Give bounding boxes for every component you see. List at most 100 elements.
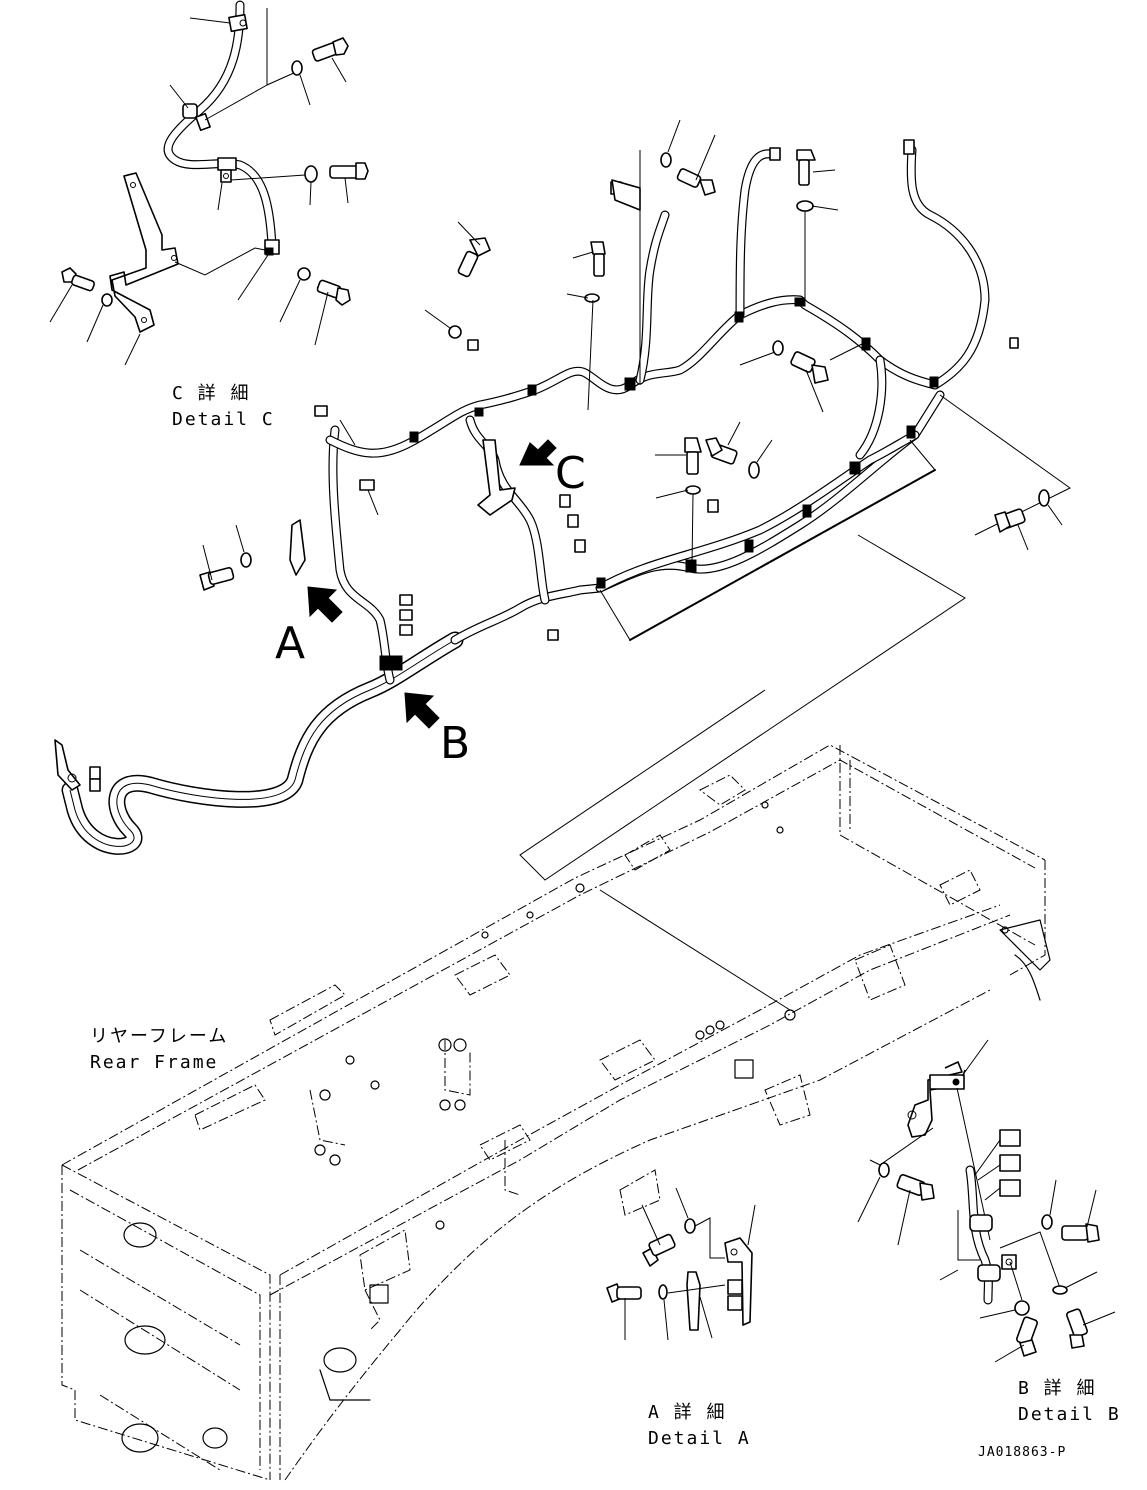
detail-b-label-jp: B 詳 細 [1018, 1378, 1097, 1399]
washer [739, 340, 784, 366]
washer [1041, 1179, 1057, 1230]
washer [424, 309, 462, 339]
clamp-small [359, 479, 379, 516]
clamp [409, 431, 419, 443]
bolt [994, 1316, 1038, 1363]
detail-c-harness [163, 0, 277, 250]
washer [658, 1284, 669, 1341]
rear-frame-label-en: Rear Frame [90, 1052, 218, 1073]
clamp [527, 384, 537, 396]
bolt [572, 241, 606, 277]
callout-b: B [440, 718, 470, 769]
clamp [906, 425, 916, 439]
washer [655, 485, 701, 566]
callout-a: A [275, 618, 305, 669]
bracket-c [477, 439, 516, 516]
bolt [994, 508, 1029, 551]
washer [566, 293, 600, 411]
bolt [676, 134, 716, 196]
clamp [474, 407, 484, 417]
clamp [195, 112, 211, 132]
detail-c-label-en: Detail C [172, 409, 275, 430]
detail-b-label-en: Detail B [1018, 1404, 1121, 1425]
bolt [199, 544, 235, 591]
terminal-a [686, 1271, 701, 1331]
reference-lines [339, 150, 1071, 1011]
detail-a-label-en: Detail A [648, 1428, 751, 1449]
detail-a-assembly: A 詳 細 Detail A [606, 1187, 756, 1449]
clamp [861, 337, 871, 351]
terminal-connector [54, 739, 101, 792]
clamp [734, 311, 744, 323]
bolt [1066, 1308, 1116, 1349]
connectors [289, 139, 1019, 641]
drawing-number: JA018863-P [978, 1445, 1066, 1460]
clamp [794, 297, 806, 307]
frame-hole [121, 1423, 159, 1453]
bolt [1061, 1189, 1100, 1243]
washer [291, 60, 303, 76]
bolt [796, 149, 836, 186]
clamp [685, 559, 697, 573]
main-harness: C A B [54, 119, 1071, 1011]
clamp [596, 577, 606, 589]
washer [675, 1187, 696, 1234]
detail-a-label-jp: A 詳 細 [648, 1402, 727, 1423]
detail-b-assembly: B 詳 細 Detail B [857, 1039, 1121, 1425]
bolt [641, 1204, 676, 1267]
bracket [109, 172, 179, 333]
bolt [790, 351, 829, 413]
callout-arrow-c: C [519, 439, 586, 499]
washer [1052, 1271, 1098, 1295]
bolt [311, 37, 349, 83]
clamp [228, 13, 248, 33]
detail-c-label-jp: C 詳 細 [172, 383, 251, 404]
frame-hole [123, 1222, 157, 1248]
washer [297, 267, 311, 281]
washer [660, 119, 681, 168]
clamp [744, 539, 754, 553]
washer [857, 1162, 890, 1223]
main-fasteners [199, 119, 1063, 591]
washer [979, 1261, 1030, 1319]
clamp [379, 655, 403, 671]
bolt [896, 1174, 935, 1246]
clamp-hole [239, 19, 247, 27]
bolt [314, 279, 351, 346]
washer [1038, 489, 1063, 526]
clamp [220, 169, 232, 183]
harness-clamps [379, 297, 939, 671]
frame-bolts [314, 801, 1009, 1230]
detail-c-assembly: C 詳 細 Detail C [49, 0, 369, 430]
harness-trunk [325, 145, 990, 685]
washer [304, 165, 318, 183]
bolt [606, 1283, 642, 1340]
clamp [929, 376, 939, 388]
bolt [329, 162, 369, 204]
main-cable [61, 631, 464, 855]
clamp [624, 377, 636, 391]
bolt [655, 437, 702, 475]
bracket-b [907, 1061, 966, 1138]
washer [101, 293, 113, 307]
clamp [802, 504, 812, 518]
callout-arrow-a: A [275, 586, 343, 669]
clamp [849, 461, 861, 475]
callout-c: C [555, 448, 586, 499]
bolt [49, 267, 96, 323]
frame-hole [202, 1427, 228, 1449]
frame-details [194, 774, 1051, 1401]
rear-frame-label-jp: リヤーフレーム [90, 1026, 228, 1047]
washer [796, 200, 839, 300]
bracket-a [724, 1237, 753, 1326]
clamp [217, 157, 237, 171]
bolt [705, 421, 741, 465]
washer [235, 524, 252, 568]
callout-arrow-b: B [404, 692, 470, 769]
rear-frame [61, 744, 1051, 1481]
bolt [457, 221, 491, 278]
frame-hole [124, 1325, 166, 1355]
washer [748, 439, 773, 479]
clamp [182, 103, 198, 119]
